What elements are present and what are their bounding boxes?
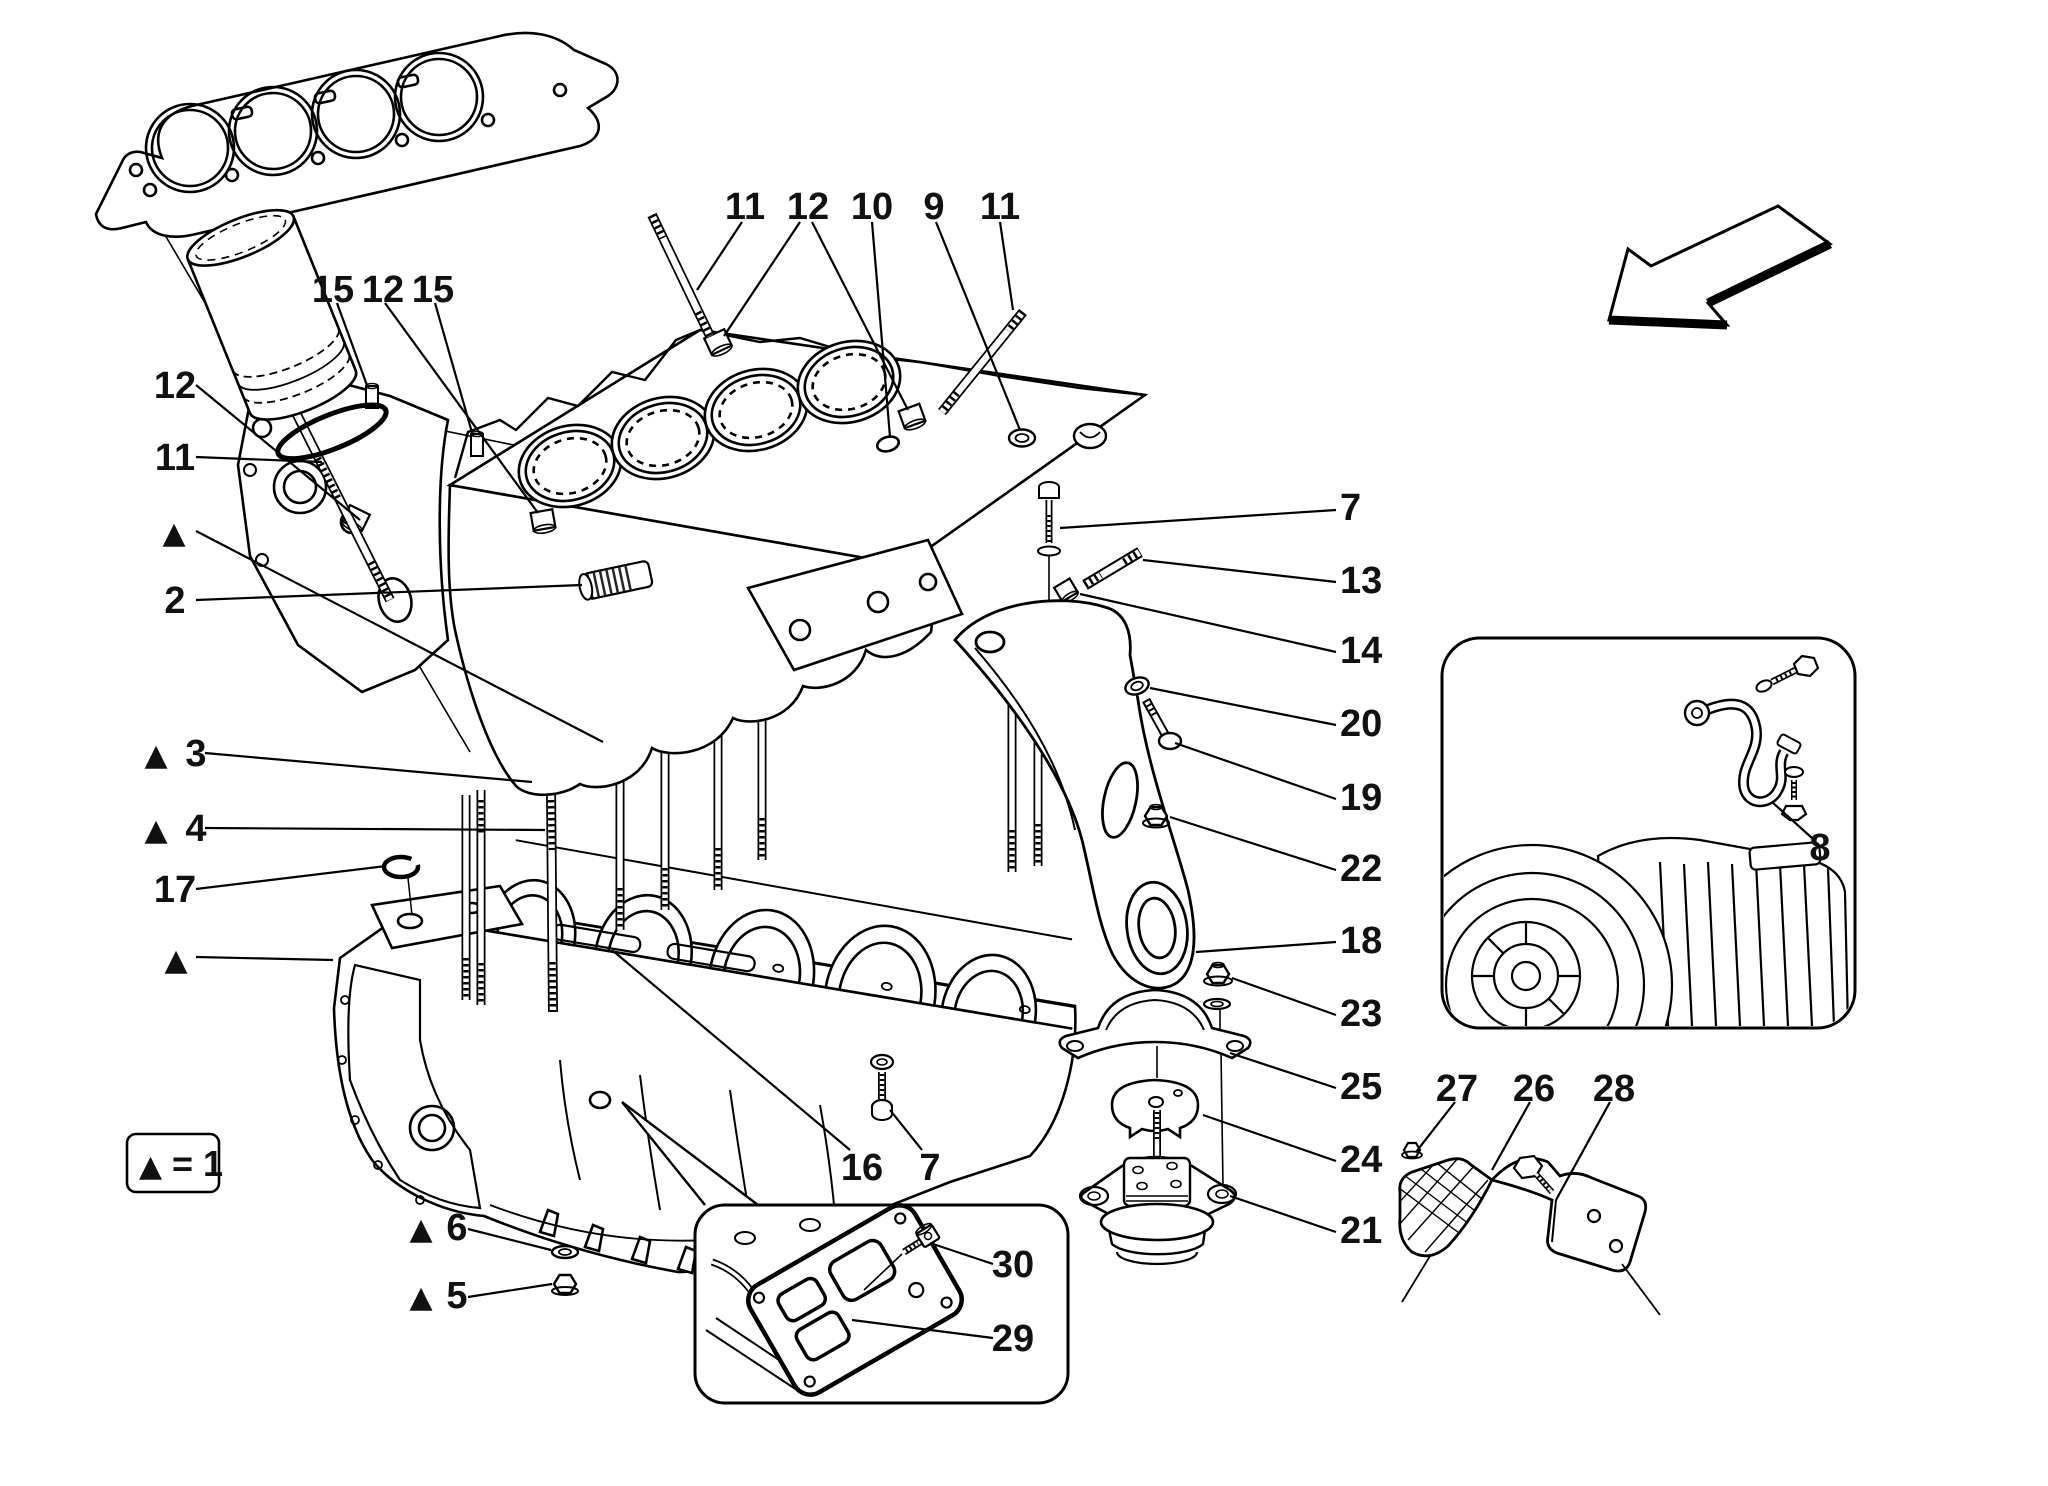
- callout-12-left: 12: [154, 365, 196, 407]
- callout-6: 6: [446, 1207, 467, 1249]
- callout-15-b: 15: [412, 269, 454, 311]
- callout-9: 9: [923, 186, 944, 228]
- stud-13: [1082, 547, 1143, 590]
- legend-equals-one: = 1: [172, 1143, 223, 1184]
- inset-pointer-wedge: [621, 1101, 759, 1206]
- triangle-marker: ▲: [164, 943, 187, 978]
- bush-12m: [529, 507, 557, 535]
- callout-14: 14: [1340, 630, 1382, 672]
- head-gasket: [94, 31, 619, 238]
- callout-22: 22: [1340, 848, 1382, 890]
- callout-24: 24: [1340, 1139, 1382, 1181]
- washer-20: [1124, 676, 1150, 696]
- callout-11-top-b: 11: [980, 186, 1020, 228]
- triangle-marker: ▲: [162, 516, 185, 551]
- strap-25: [1058, 988, 1252, 1060]
- bush-12b: [897, 402, 927, 431]
- bolt-19: [1142, 697, 1183, 751]
- gasket-plate-inset: [621, 1101, 1070, 1405]
- leader-lines: [195, 221, 1813, 1340]
- callout-4: 4: [185, 808, 206, 850]
- gearbox-drawing: [1444, 836, 1850, 1026]
- engine-mount-arm-18: [953, 599, 1196, 990]
- callout-26: 26: [1513, 1068, 1555, 1110]
- callout-10: 10: [851, 186, 893, 228]
- callout-7-bottom: 7: [919, 1147, 940, 1189]
- callout-12-top: 12: [787, 186, 829, 228]
- bracket-26: [1398, 1141, 1661, 1316]
- stud-11-right: [938, 308, 1027, 416]
- callout-19: 19: [1340, 777, 1382, 819]
- triangle-marker: ▲: [144, 738, 167, 773]
- triangle-marker: ▲: [409, 1280, 432, 1315]
- stud-11-left: [647, 212, 715, 339]
- callout-25: 25: [1340, 1066, 1382, 1108]
- callout-16: 16: [841, 1147, 883, 1189]
- triangle-marker: ▲: [144, 813, 167, 848]
- nut-27: [1401, 1141, 1423, 1160]
- callout-17: 17: [154, 869, 196, 911]
- bolt-7-bottom: [869, 1053, 895, 1121]
- callout-23: 23: [1340, 993, 1382, 1035]
- callout-5: 5: [446, 1275, 467, 1317]
- gearbox-inset: [1440, 636, 1857, 1030]
- callout-11-top-a: 11: [725, 186, 765, 228]
- cylinder-liner: [186, 208, 389, 462]
- callout-13: 13: [1340, 560, 1382, 602]
- deck-hardware: [256, 212, 1143, 604]
- direction-arrow: [1607, 204, 1833, 330]
- callout-30: 30: [992, 1244, 1034, 1286]
- callout-7-right: 7: [1340, 487, 1361, 529]
- callout-28: 28: [1593, 1068, 1635, 1110]
- bolt-28: [1512, 1154, 1555, 1194]
- mount-21: [1078, 1110, 1238, 1266]
- callout-3: 3: [185, 733, 206, 775]
- callout-12-deck: 12: [362, 269, 404, 311]
- callout-27: 27: [1436, 1068, 1478, 1110]
- triangle-marker: ▲: [409, 1212, 432, 1247]
- legend-box: [125, 1132, 221, 1194]
- lower-crankcase: [332, 839, 1077, 1275]
- callout-20: 20: [1340, 703, 1382, 745]
- bolt-30: [863, 1222, 941, 1291]
- nut-22: [1142, 803, 1170, 829]
- callout-11-left: 11: [155, 437, 195, 479]
- cap-24: [1110, 1078, 1200, 1140]
- ring-9: [1007, 428, 1037, 448]
- callout-21: 21: [1340, 1210, 1382, 1252]
- legend-triangle-icon: ▲: [139, 1149, 162, 1184]
- callout-29: 29: [992, 1318, 1034, 1360]
- mount-stack: [1058, 961, 1252, 1266]
- core-plug: [1072, 422, 1108, 450]
- hose-bolt-top: [1755, 654, 1820, 693]
- upper-crankcase: [236, 328, 1149, 797]
- callout-18: 18: [1340, 920, 1382, 962]
- hose-8: [1683, 698, 1802, 808]
- plug-2: [578, 560, 654, 601]
- bolt-7-top: [1037, 481, 1061, 557]
- pin-15a: [365, 382, 379, 409]
- callout-8: 8: [1809, 827, 1830, 869]
- pin-15b: [470, 430, 484, 457]
- callout-15-a: 15: [312, 269, 354, 311]
- callout-2: 2: [164, 580, 185, 622]
- nut-23: [1203, 961, 1233, 987]
